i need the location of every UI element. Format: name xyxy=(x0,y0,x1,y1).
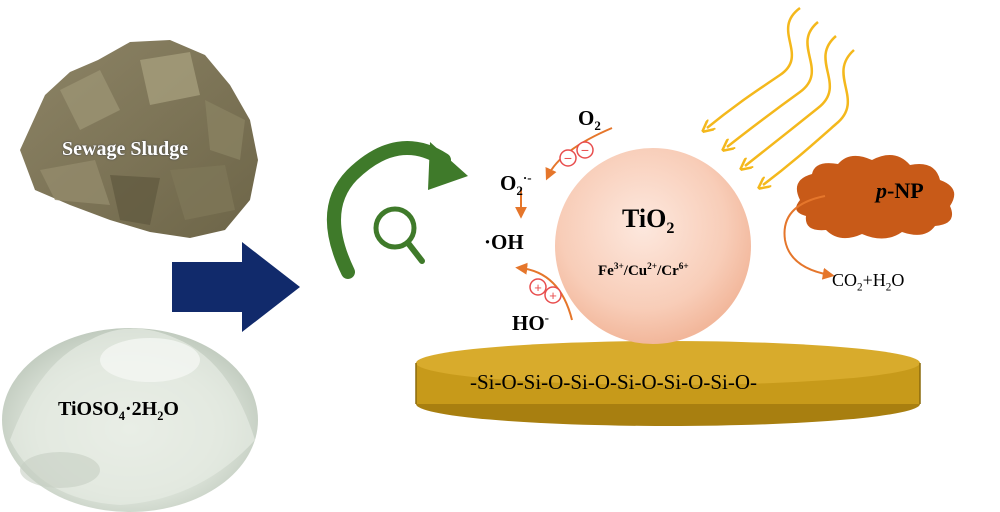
titanyl-sulfate-powder-image xyxy=(2,328,258,512)
curved-arrow-icon xyxy=(326,141,468,279)
block-arrow-icon xyxy=(172,242,300,332)
dopant-separator: / xyxy=(657,263,662,279)
hole-charges: + + xyxy=(529,278,562,304)
products-label: CO2+H2O xyxy=(832,270,905,294)
tioso4-label: TiOSO4·2H2O xyxy=(58,398,179,423)
dopant-charge: 6+ xyxy=(678,262,689,272)
tio2-sphere xyxy=(555,148,751,344)
o2-label: O2 xyxy=(578,106,601,134)
silica-support xyxy=(415,341,921,426)
sewage-sludge-label: Sewage Sludge xyxy=(62,138,189,160)
electron-charges: − − xyxy=(559,141,594,167)
sewage-sludge-image xyxy=(20,40,258,238)
degradation-arrow xyxy=(783,195,835,280)
dopant-charge: 3+ xyxy=(613,262,624,272)
magnifier-icon xyxy=(373,206,425,264)
dopant-element: Cr xyxy=(661,263,679,279)
hydroxide-label: HO- xyxy=(512,310,550,335)
dopant-charge: 2+ xyxy=(647,262,658,272)
svg-text:+: + xyxy=(534,280,542,295)
pnp-label: p-NP xyxy=(876,178,924,203)
dopant-element: Cu xyxy=(627,263,648,279)
superoxide-label: O2·- xyxy=(500,170,532,199)
svg-text:−: − xyxy=(564,150,572,166)
silica-chain-label: -Si-O-Si-O-Si-O-Si-O-Si-O-Si-O- xyxy=(470,370,757,394)
svg-text:−: − xyxy=(581,142,589,158)
dopant-element: Fe xyxy=(598,263,614,279)
dopant-separator: / xyxy=(623,263,628,279)
hydroxyl-radical-label: ·OH xyxy=(484,230,524,254)
tio2-label: TiO2 xyxy=(622,204,675,238)
svg-text:+: + xyxy=(549,288,557,303)
light-rays-icon xyxy=(707,6,855,185)
dopant-label: Fe3+/Cu2+/Cr6+ xyxy=(598,262,689,280)
cloud-icon xyxy=(796,155,955,239)
